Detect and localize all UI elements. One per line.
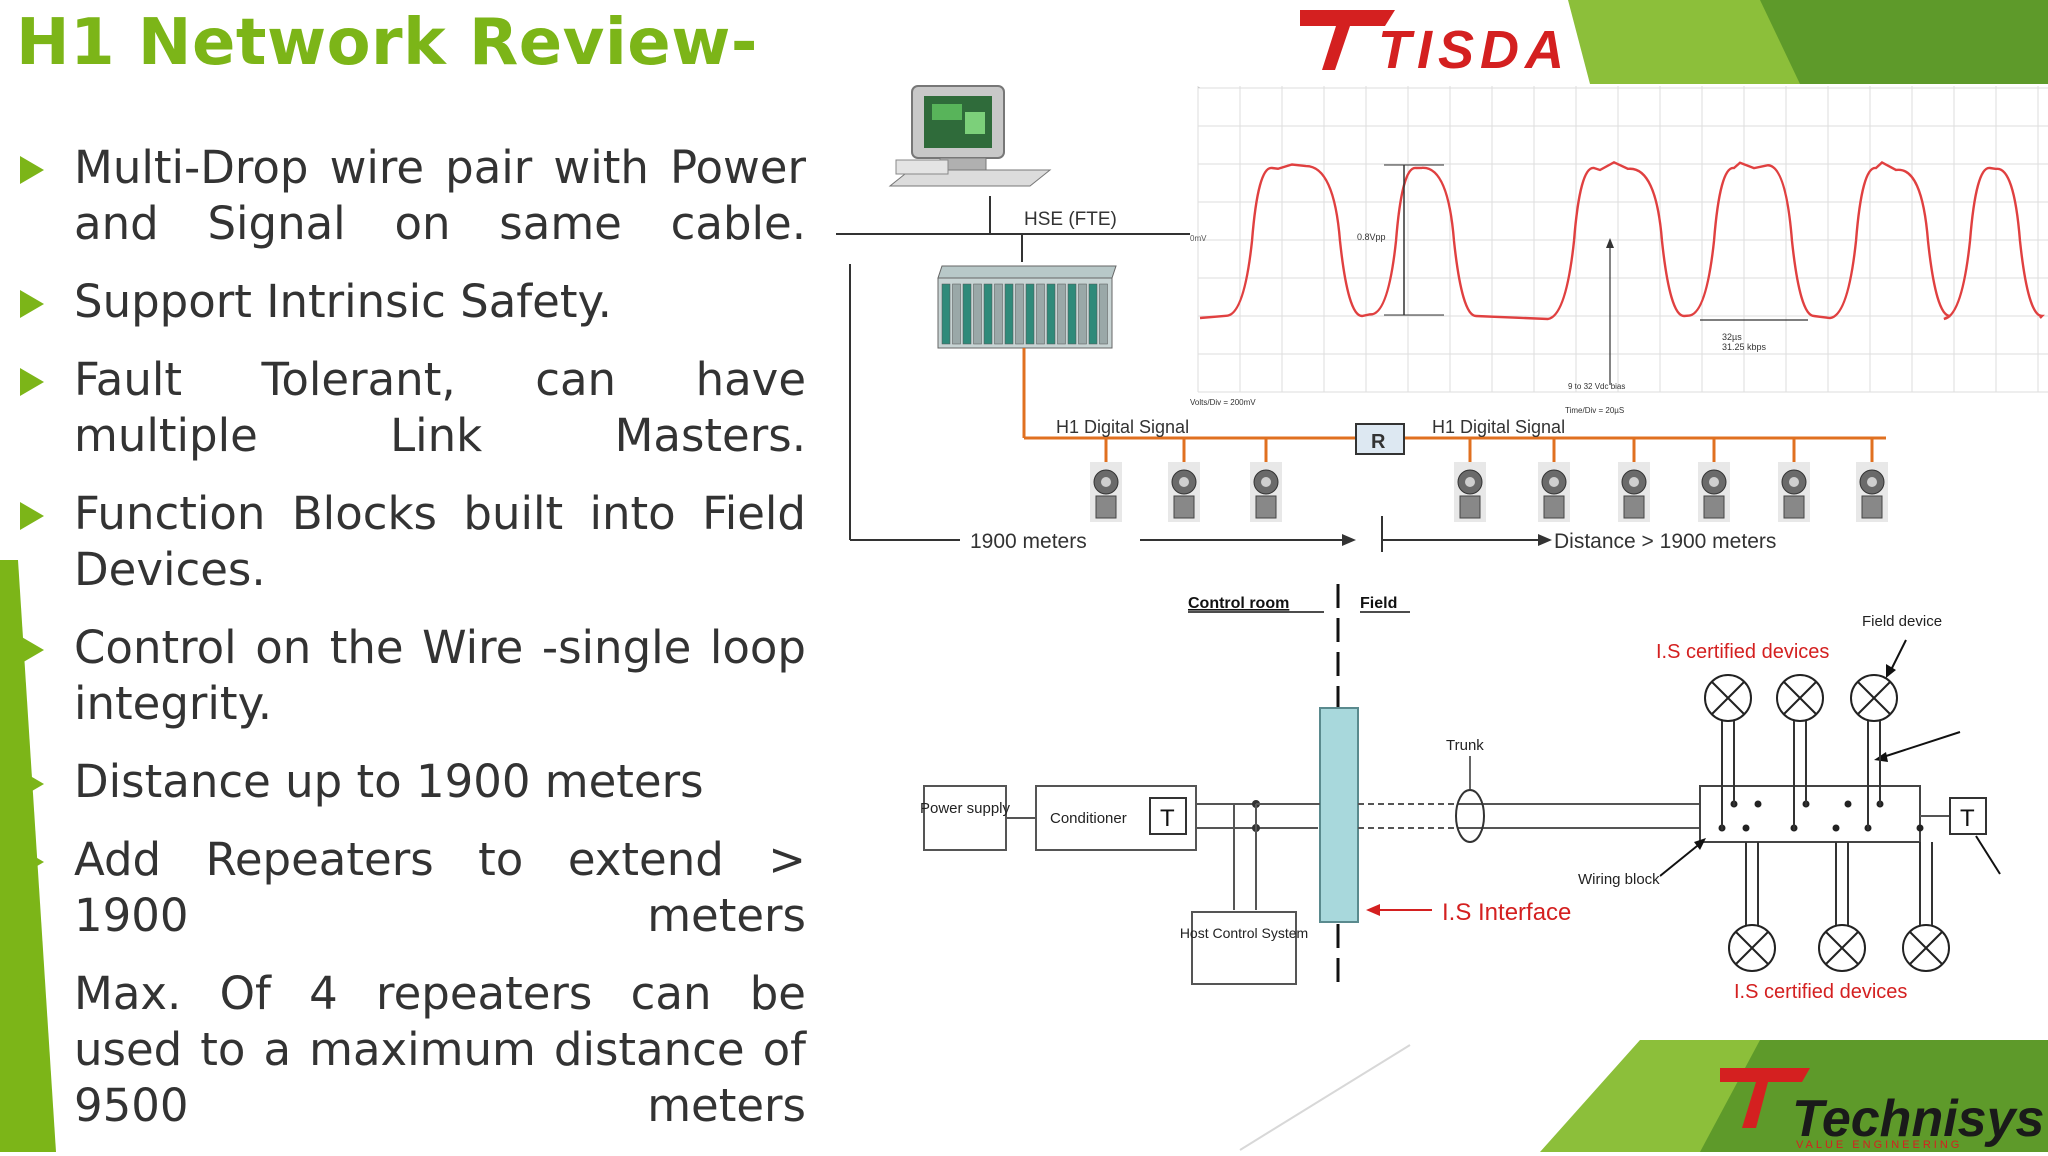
h1-bus — [1022, 348, 1886, 440]
terminator-left — [1149, 797, 1187, 835]
bullet-item: Control on the Wire -single loop integri… — [16, 620, 806, 732]
trunk-clamp — [1455, 789, 1485, 843]
power-supply-label: Power supply — [920, 800, 1011, 817]
control-room-label: Control room — [1188, 595, 1289, 612]
bullet-item: Support Intrinsic Safety. — [16, 274, 806, 330]
waveform-bit-time: 32µs — [1722, 332, 1742, 342]
is-interface-barrier — [1319, 707, 1359, 923]
bullet-text: Function Blocks built into Field Devices… — [74, 487, 806, 596]
trunk-label: Trunk — [1446, 737, 1484, 754]
field-transmitters — [1090, 438, 1888, 522]
is-wiring-diagram: Control room Field Power supply Conditio… — [920, 584, 2001, 1003]
bullet-arrow-icon — [20, 982, 44, 1010]
hse-label: HSE (FTE) — [1024, 209, 1117, 230]
is-certified-top-label: I.S certified devices — [1656, 641, 1829, 663]
waveform-volts-div: Volts/Div = 200mV — [1190, 398, 1256, 407]
is-certified-bottom-label: I.S certified devices — [1734, 981, 1907, 1003]
bullet-text: Multi-Drop wire pair with Power and Sign… — [74, 141, 806, 250]
h1-left-label: H1 Digital Signal — [1056, 417, 1189, 437]
top-right-band-dark — [1760, 0, 2048, 84]
is-interface-label: I.S Interface — [1442, 899, 1571, 926]
bullet-arrow-icon — [20, 848, 44, 876]
bullet-text: Fault Tolerant, can have multiple Link M… — [74, 353, 806, 462]
bullet-item: Multi-Drop wire pair with Power and Sign… — [16, 140, 806, 252]
slide-title: H1 Network Review- — [16, 6, 758, 80]
repeater-label: R — [1371, 431, 1386, 453]
field-label: Field — [1360, 595, 1397, 612]
bullet-item: Add Repeaters to extend > 1900 meters — [16, 832, 806, 944]
bullet-arrow-icon — [20, 636, 44, 664]
conditioner-label: Conditioner — [1050, 810, 1127, 827]
h1-right-label: H1 Digital Signal — [1432, 417, 1565, 437]
power-supply-box — [923, 785, 1007, 851]
waveform-pp-label: 0.8Vpp — [1357, 232, 1386, 242]
field-device-label: Field device — [1862, 613, 1942, 630]
bullet-text: Distance up to 1900 meters — [74, 755, 704, 808]
wiring-block-label: Wiring block — [1578, 871, 1660, 888]
bullet-arrow-icon — [20, 290, 44, 318]
tisda-logo: TISDA — [1300, 10, 1570, 80]
terminator-left-label: T — [1160, 805, 1175, 832]
host-control-box — [1191, 911, 1297, 985]
tisda-logo-text: TISDA — [1378, 20, 1570, 80]
technisys-logo-subtext: VALUE ENGINEERING — [1796, 1139, 1962, 1151]
svg-text:.: . — [1198, 83, 1200, 90]
bullet-item: Fault Tolerant, can have multiple Link M… — [16, 352, 806, 464]
bullet-arrow-icon — [20, 770, 44, 798]
bullet-item: Distance up to 1900 meters — [16, 754, 806, 810]
bullet-arrow-icon — [20, 368, 44, 396]
bullet-arrow-icon — [20, 156, 44, 184]
controller-rack-icon — [937, 265, 1117, 349]
bullet-arrow-icon — [20, 502, 44, 530]
waveform-zero-label: 0mV — [1190, 234, 1207, 243]
host-control-label: Host Control System — [1180, 925, 1308, 941]
waveform-time-div: Time/Div = 20µS — [1565, 406, 1624, 415]
bullet-item: Function Blocks built into Field Devices… — [16, 486, 806, 598]
bullet-text: Add Repeaters to extend > 1900 meters — [74, 833, 806, 942]
repeater-box — [1355, 423, 1405, 455]
technisys-logo: Technisys VALUE ENGINEERING — [1720, 1068, 2044, 1151]
bullet-text: Control on the Wire -single loop integri… — [74, 621, 806, 730]
terminator-right-label: T — [1960, 805, 1975, 832]
waveform-bias-label: 9 to 32 Vdc bias — [1568, 382, 1625, 391]
bullet-item: Max. Of 4 repeaters can be used to a max… — [16, 966, 806, 1134]
distance-left-label: 1900 meters — [970, 530, 1087, 553]
bullet-text: Support Intrinsic Safety. — [74, 275, 612, 328]
computer-icon — [888, 85, 1052, 187]
waveform-trace — [1199, 160, 2045, 321]
bullet-list: Multi-Drop wire pair with Power and Sign… — [16, 140, 806, 1156]
terminator-right — [1949, 797, 1987, 835]
wiring-block — [1699, 785, 1921, 843]
technisys-logo-text: Technisys — [1792, 1090, 2044, 1148]
waveform-bit-rate: 31.25 kbps — [1722, 342, 1767, 352]
bullet-text: Max. Of 4 repeaters can be used to a max… — [74, 967, 806, 1132]
distance-right-label: Distance > 1900 meters — [1554, 530, 1776, 553]
waveform-chart: . 0.8Vpp 9 to 32 Vdc bias 32µs 31.25 kbp… — [1190, 83, 2048, 415]
